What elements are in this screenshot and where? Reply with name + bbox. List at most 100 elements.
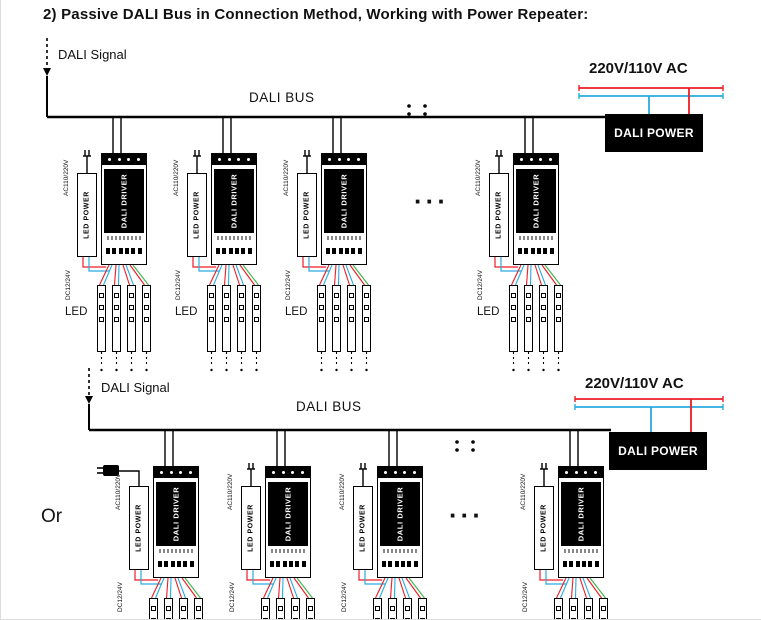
led-power-box: LED POWER <box>187 173 207 257</box>
terminal-block-bottom <box>381 559 419 568</box>
led-strip <box>149 598 158 619</box>
strip-end-dot <box>145 368 148 372</box>
led-chip <box>99 293 104 298</box>
dali-driver-module: DALI DRIVER <box>513 153 559 265</box>
dali-bus-label-bottom: DALI BUS <box>296 399 362 414</box>
led-chip <box>364 293 369 298</box>
strip-feed-neutral-wire <box>559 577 570 599</box>
led-chip <box>405 606 410 611</box>
led-chip <box>511 293 516 298</box>
led-label: LED <box>477 306 500 318</box>
driver-front-panel: DALI DRIVER <box>156 482 196 546</box>
strip-feed-live-wire <box>174 577 183 599</box>
dc-output-label: DC12/24V <box>522 582 529 612</box>
plug-cord-wire <box>119 470 140 486</box>
led-chip <box>114 293 119 298</box>
strip-feed-neutral-wire <box>289 577 299 599</box>
led-power-label: LED POWER <box>83 191 91 239</box>
led-chip <box>166 606 171 611</box>
strip-feed-neutral-wire <box>266 577 277 599</box>
led-strip <box>306 598 315 619</box>
ac-input-label: AC110/220V <box>520 473 527 510</box>
ac-input-label: AC110/220V <box>475 159 482 196</box>
terminal-block-bottom <box>562 559 600 568</box>
strip-feed-live-wire <box>541 264 557 286</box>
led-chip <box>526 317 531 322</box>
driver-front-panel: DALI DRIVER <box>268 482 308 546</box>
dc-live-wire <box>82 257 106 268</box>
led-strip <box>97 285 106 352</box>
driver-front-panel: DALI DRIVER <box>324 169 364 233</box>
led-power-box: LED POWER <box>77 173 97 257</box>
ac-input-label: AC110/220V <box>227 473 234 510</box>
led-strip <box>252 285 261 352</box>
led-chip <box>319 305 324 310</box>
strip-end-dot <box>527 368 530 372</box>
driver-fineprint <box>383 549 417 553</box>
led-chip <box>129 305 134 310</box>
terminal-block-top <box>154 467 198 478</box>
bus-continuation-dot <box>455 440 459 444</box>
led-chip <box>209 305 214 310</box>
ac-input-label: AC110/220V <box>339 473 346 510</box>
driver-name-label: DALI DRIVER <box>395 486 405 542</box>
strip-feed-live-wire <box>181 577 197 599</box>
led-chip <box>144 305 149 310</box>
strip-feed-live-wire <box>570 577 574 599</box>
dali-driver-module: DALI DRIVER <box>377 466 423 578</box>
led-chip <box>151 618 156 619</box>
led-chip <box>263 606 268 611</box>
strip-end-dot <box>100 368 103 372</box>
strip-feed-live-wire <box>165 577 169 599</box>
dali-driver-module: DALI DRIVER <box>321 153 367 265</box>
led-strip <box>347 285 356 352</box>
led-label: LED <box>285 306 308 318</box>
driver-name-label: DALI DRIVER <box>171 486 181 542</box>
strip-feed-neutral-wire <box>537 264 547 286</box>
strip-feed-live-wire <box>389 577 393 599</box>
strip-end-dot <box>512 368 515 372</box>
strip-end-dot <box>557 368 560 372</box>
strip-feed-neutral-wire <box>177 577 187 599</box>
strip-feed-neutral-wire <box>582 577 592 599</box>
led-chip <box>209 317 214 322</box>
dc-neutral-wire <box>252 570 274 585</box>
strip-end-dot <box>542 368 545 372</box>
ac-input-label: AC110/220V <box>283 159 290 196</box>
strip-feed-neutral-wire <box>393 577 396 599</box>
dc-live-wire <box>494 257 518 268</box>
led-chip <box>239 317 244 322</box>
led-power-box: LED POWER <box>129 486 149 570</box>
led-chip <box>334 317 339 322</box>
strip-feed-neutral-wire <box>574 577 577 599</box>
led-chip <box>196 618 201 619</box>
more-units-ellipsis-bottom: ··· <box>449 500 484 530</box>
led-chip <box>571 606 576 611</box>
led-chip <box>239 305 244 310</box>
dc-neutral-wire <box>140 570 162 585</box>
strip-feed-live-wire <box>375 577 386 599</box>
ac-input-label: AC110/220V <box>63 159 70 196</box>
led-chip <box>196 606 201 611</box>
strip-end-dot <box>225 368 228 372</box>
led-power-label: LED POWER <box>135 504 143 552</box>
led-power-box: LED POWER <box>353 486 373 570</box>
strip-feed-live-wire <box>525 264 529 286</box>
strip-feed-neutral-wire <box>117 264 120 286</box>
strip-feed-neutral-wire <box>408 577 425 599</box>
led-chip <box>556 618 561 619</box>
led-chip <box>586 618 591 619</box>
driver-name-label: DALI DRIVER <box>531 173 541 229</box>
driver-front-panel: DALI DRIVER <box>561 482 601 546</box>
dali-driver-module: DALI DRIVER <box>558 466 604 578</box>
led-strip <box>261 598 270 619</box>
led-power-box: LED POWER <box>489 173 509 257</box>
terminal-block-bottom <box>269 559 307 568</box>
ac-input-label: AC110/220V <box>115 473 122 510</box>
led-chip <box>556 606 561 611</box>
led-chip <box>364 305 369 310</box>
led-chip <box>129 293 134 298</box>
led-chip <box>541 317 546 322</box>
strip-end-dot <box>130 368 133 372</box>
strip-feed-neutral-wire <box>235 264 245 286</box>
